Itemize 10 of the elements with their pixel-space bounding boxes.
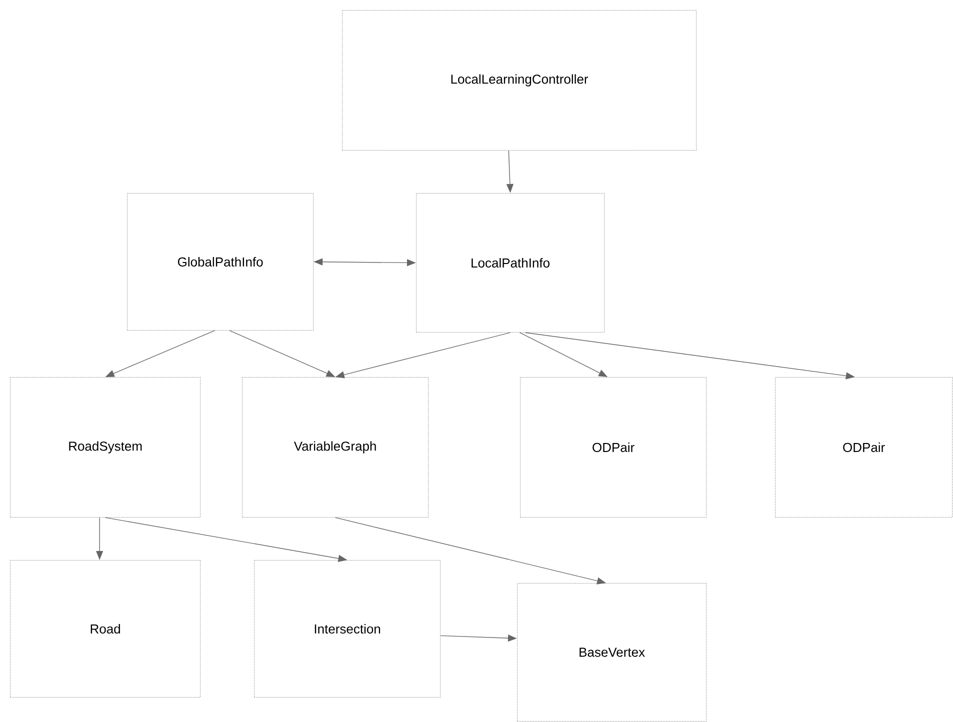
class-box: Intersection <box>254 560 441 698</box>
class-box: ODPair <box>520 377 707 518</box>
class-box: GlobalPathInfo <box>127 193 314 331</box>
class-box: ODPair <box>775 377 953 518</box>
class-box: VariableGraph <box>242 377 429 518</box>
class-box: Road <box>10 560 201 698</box>
class-box: LocalPathInfo <box>416 193 605 333</box>
class-box: BaseVertex <box>517 583 707 722</box>
class-box: RoadSystem <box>10 377 201 518</box>
class-box: LocalLearningController <box>342 10 697 151</box>
